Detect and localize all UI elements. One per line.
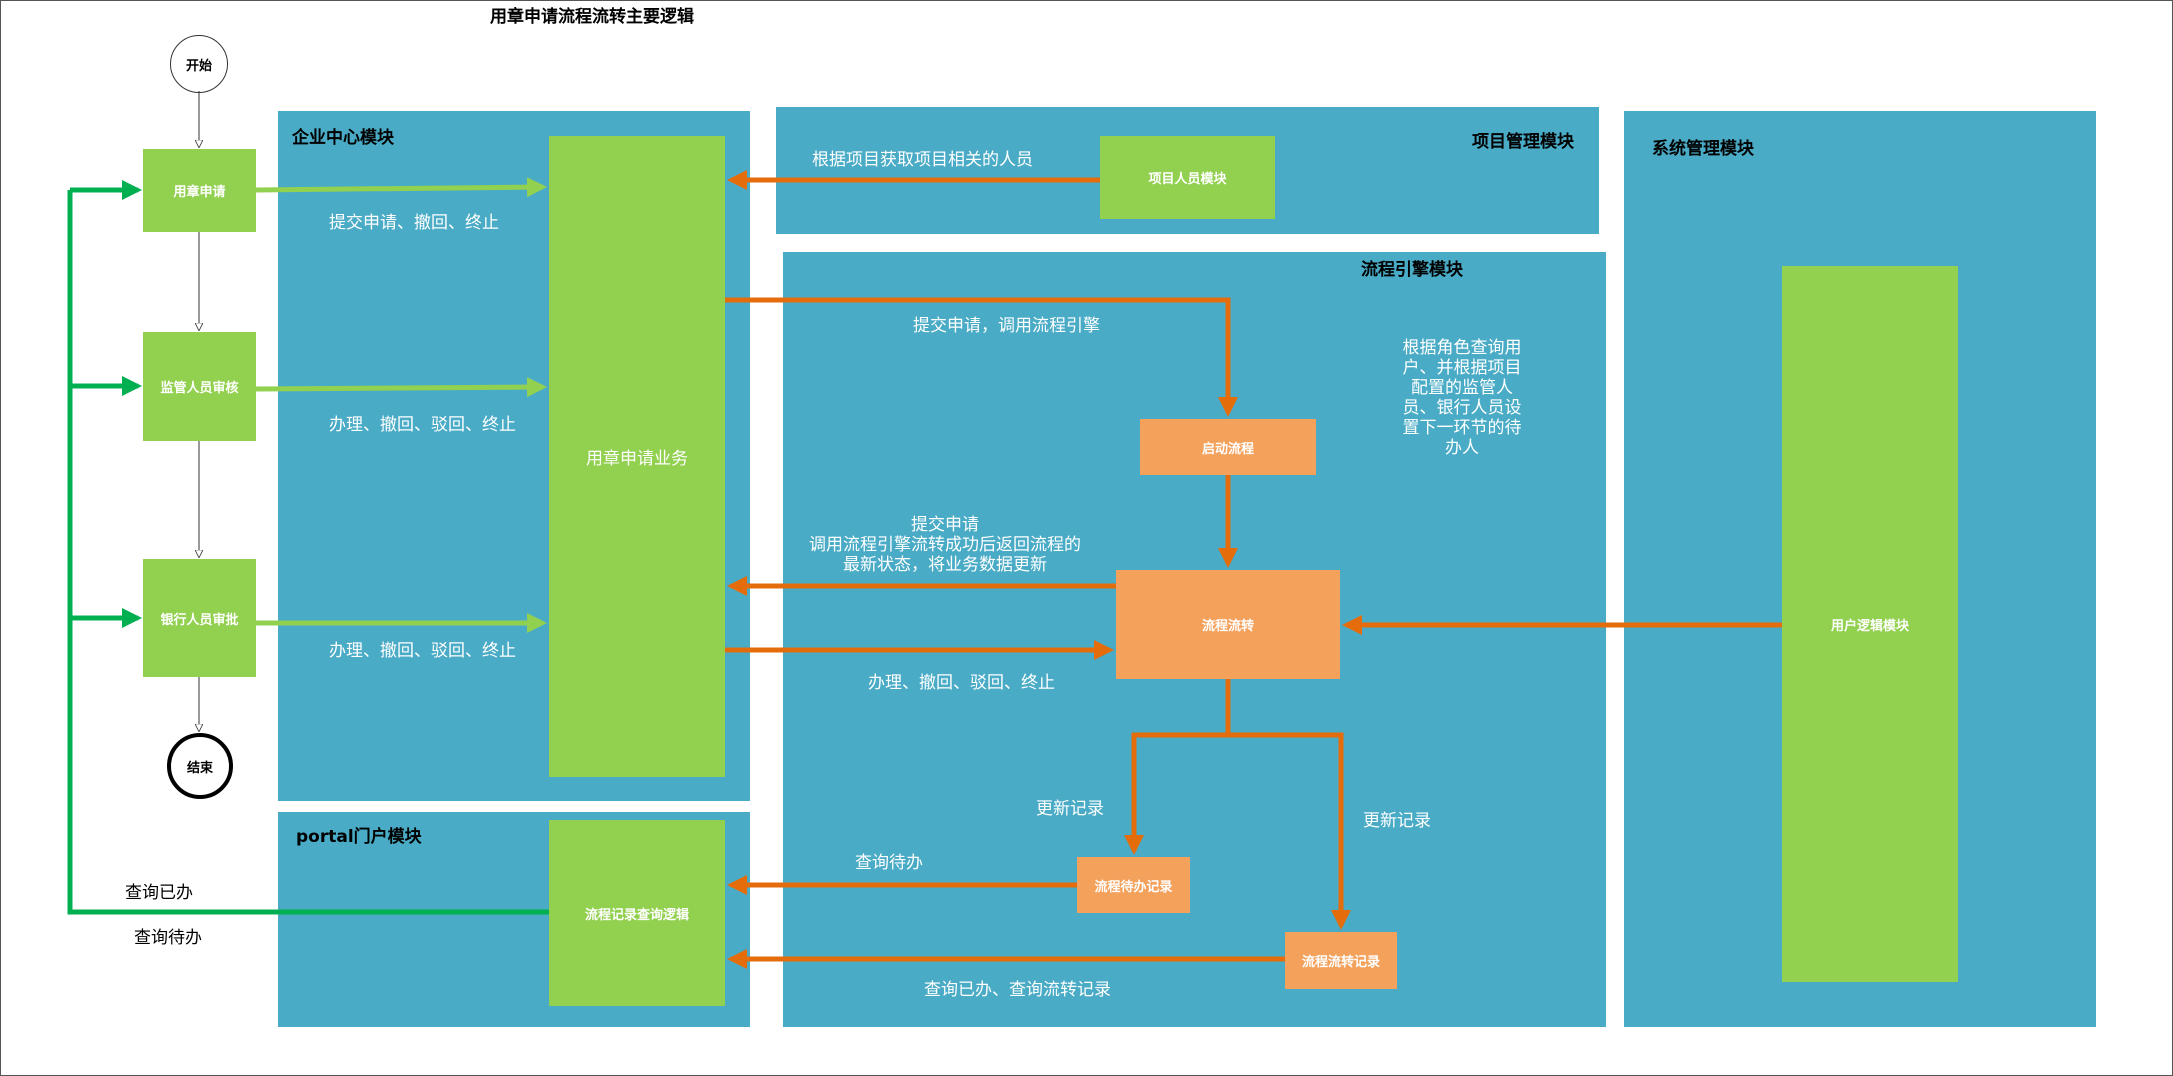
enterprise-module-label: 企业中心模块 xyxy=(292,128,394,148)
supervisor-review-step: 监管人员审核 xyxy=(143,332,256,441)
bank-approval-step: 银行人员审批 xyxy=(143,559,256,677)
record-query-box: 流程记录查询逻辑 xyxy=(549,820,725,1006)
process-flow-box: 流程流转 xyxy=(1116,570,1340,679)
label-update-record-todo: 更新记录 xyxy=(1036,799,1104,819)
project-module-label: 项目管理模块 xyxy=(1472,132,1574,152)
label-handle-flow: 办理、撤回、驳回、终止 xyxy=(868,673,1055,693)
supervisor-to-business-arrow xyxy=(255,377,547,398)
project-people-box: 项目人员模块 xyxy=(1100,136,1275,219)
label-update-record-flow: 更新记录 xyxy=(1363,811,1431,831)
flow-to-record-arrow xyxy=(1228,732,1351,930)
label-get-people: 根据项目获取项目相关的人员 xyxy=(812,150,1033,170)
start-process-box: 启动流程 xyxy=(1140,419,1316,475)
end-node: 结束 xyxy=(167,733,233,799)
seal-apply-step: 用章申请 xyxy=(143,149,256,232)
label-query-todo-left: 查询待办 xyxy=(134,928,202,948)
business-to-start-arrow xyxy=(725,297,1238,417)
label-query-done-flow: 查询已办、查询流转记录 xyxy=(924,980,1111,1000)
apply-to-business-arrow xyxy=(255,177,547,198)
seal-business-box: 用章申请业务 xyxy=(549,136,725,777)
label-submit-revoke-stop: 提交申请、撤回、终止 xyxy=(329,213,499,233)
portal-feedback-loop xyxy=(67,190,549,915)
todo-record-box: 流程待办记录 xyxy=(1077,857,1190,913)
flow-record-box: 流程流转记录 xyxy=(1285,932,1397,989)
label-submit-call-engine: 提交申请，调用流程引擎 xyxy=(913,316,1100,336)
flow-to-todo-arrow xyxy=(1124,732,1228,855)
workflow-module-label: 流程引擎模块 xyxy=(1361,260,1463,280)
label-handle-bank: 办理、撤回、驳回、终止 xyxy=(329,641,516,661)
label-role-query: 根据角色查询用 户、并根据项目 配置的监管人 员、银行人员设 置下一环节的待 办… xyxy=(1402,338,1522,458)
diagram-title: 用章申请流程流转主要逻辑 xyxy=(490,7,694,27)
label-query-todo: 查询待办 xyxy=(855,853,923,873)
user-logic-box: 用户逻辑模块 xyxy=(1782,266,1958,982)
label-handle-supervisor: 办理、撤回、驳回、终止 xyxy=(329,415,516,435)
label-query-done-left: 查询已办 xyxy=(125,883,193,903)
label-submit-update: 提交申请 调用流程引擎流转成功后返回流程的 最新状态，将业务数据更新 xyxy=(809,515,1081,575)
system-module-label: 系统管理模块 xyxy=(1652,139,1754,159)
portal-module-label: portal门户模块 xyxy=(296,827,422,847)
